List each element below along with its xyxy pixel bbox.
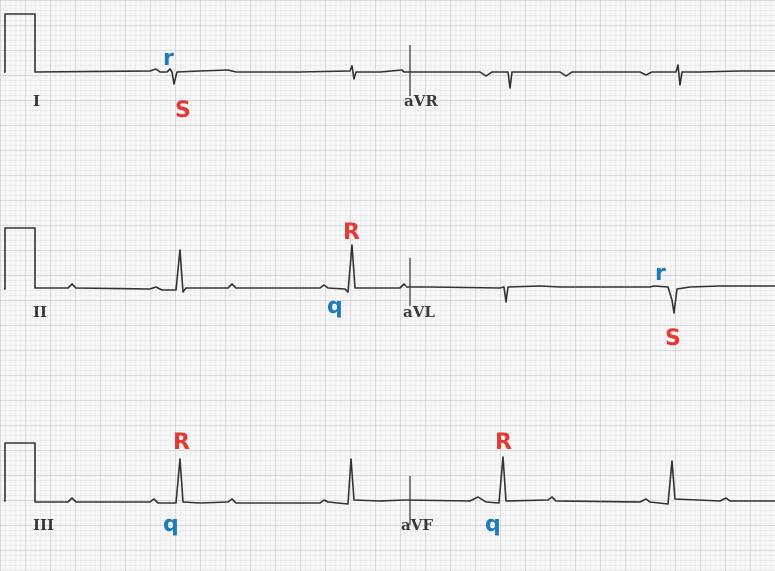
lead-label-aVR: aVR — [404, 92, 438, 110]
row-3-trace — [4, 442, 775, 525]
wave-annotation-lead-I-r: r — [163, 46, 174, 71]
wave-annotation-lead-aVL-r: r — [655, 261, 666, 286]
lead-label-aVL: aVL — [403, 303, 435, 321]
wave-annotation-lead-aVL-S: S — [665, 326, 681, 351]
wave-annotation-lead-aVF-q: q — [485, 512, 501, 537]
wave-annotation-lead-I-S: S — [175, 98, 191, 123]
lead-label-II: II — [33, 303, 47, 321]
wave-annotation-lead-aVF-R: R — [495, 430, 512, 455]
wave-annotation-lead-III-R: R — [173, 430, 190, 455]
wave-annotation-lead-II-q: q — [327, 294, 343, 319]
row-2-trace — [4, 227, 775, 314]
row-1-trace — [4, 13, 775, 96]
lead-label-III: III — [33, 516, 54, 534]
wave-annotation-lead-II-R: R — [343, 220, 360, 245]
wave-annotation-lead-III-q: q — [163, 512, 179, 537]
lead-label-I: I — [33, 92, 40, 110]
lead-label-aVF: aVF — [401, 516, 433, 534]
